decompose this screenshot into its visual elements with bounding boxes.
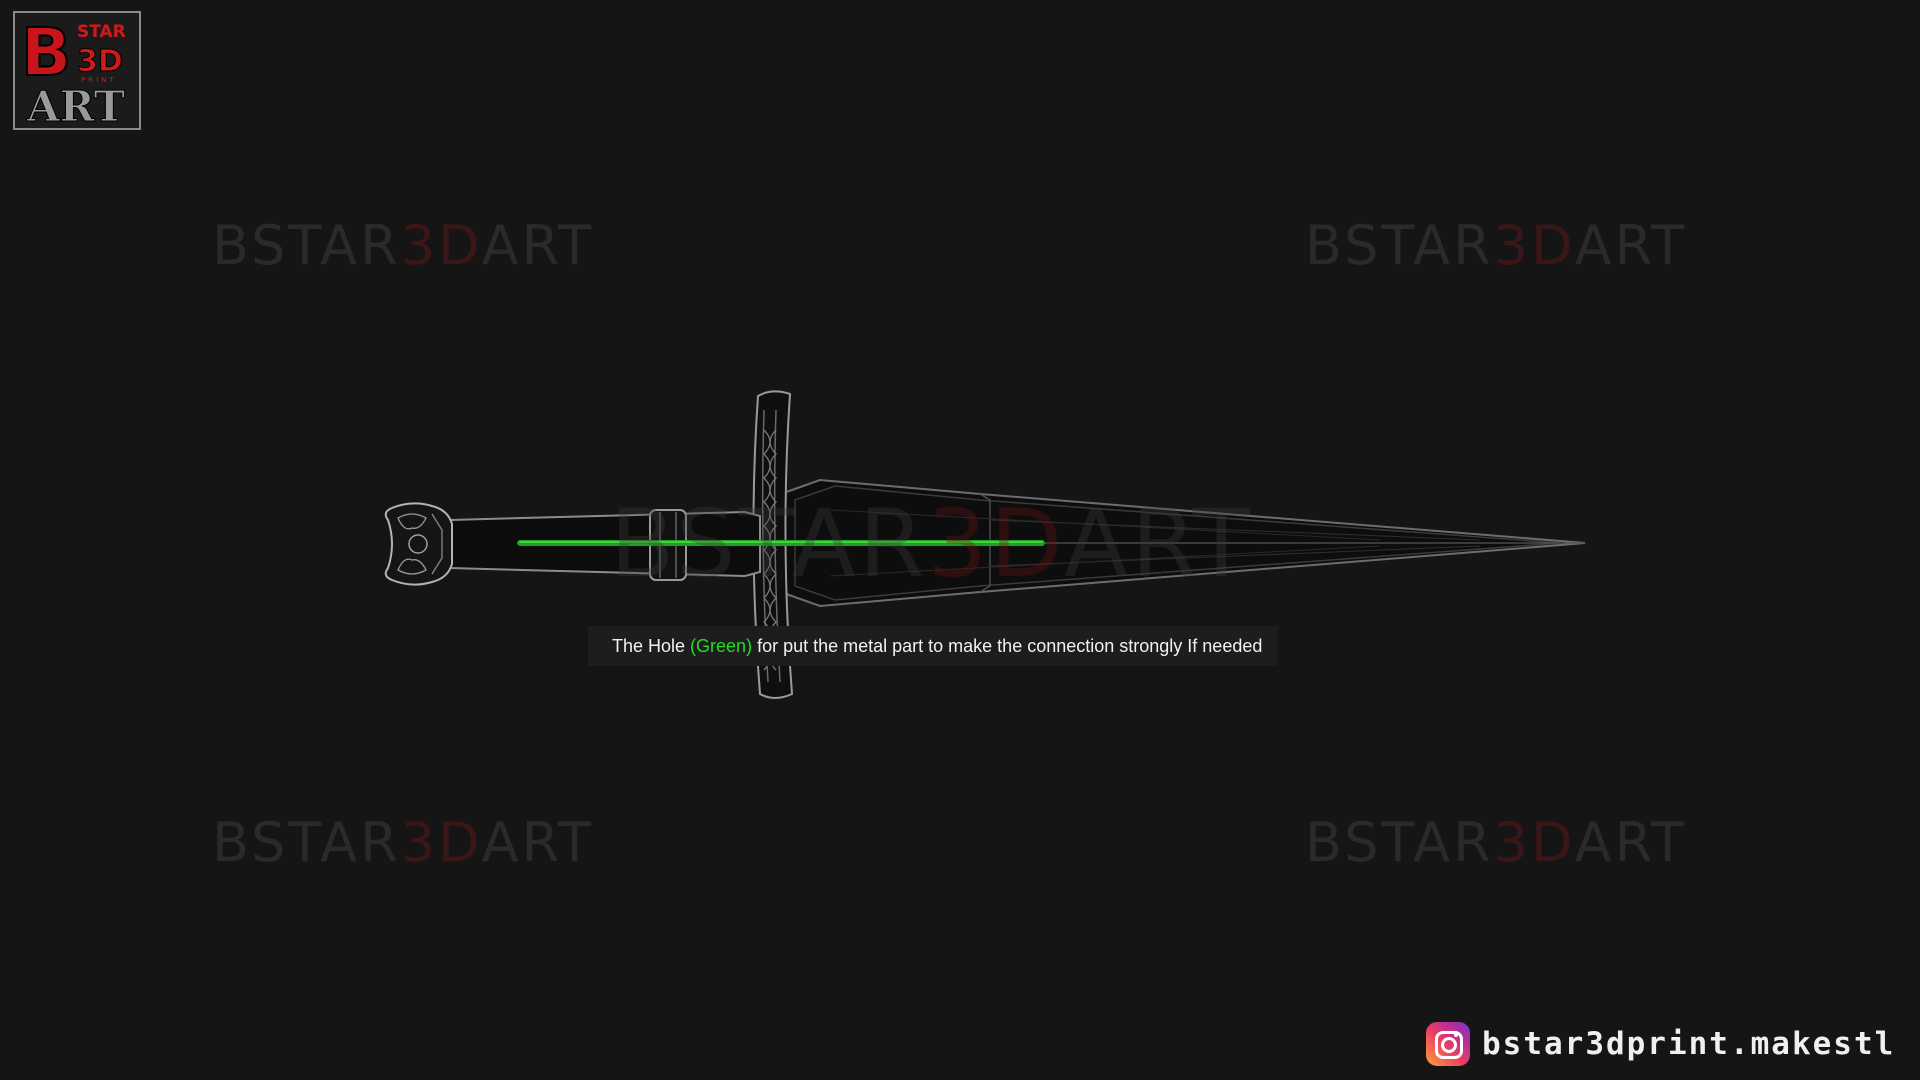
logo-word-art: ART [26, 82, 125, 128]
instagram-handle[interactable]: bstar3dprint.makestl [1482, 1026, 1896, 1062]
logo-word-3d: 3D [77, 44, 123, 79]
watermark-bottom-left: BSTAR3DART [212, 811, 595, 874]
logo-word-star: STAR [77, 22, 126, 42]
watermark-top-right: BSTAR3DART [1305, 214, 1688, 277]
logo-letter-b: B [21, 14, 71, 91]
brand-logo: B STAR 3D PRINT ART [13, 11, 141, 130]
logo-word-print: PRINT [81, 76, 117, 84]
instagram-link[interactable]: bstar3dprint.makestl [1426, 1021, 1895, 1067]
caption-highlight: (Green) [690, 636, 753, 656]
watermark-bottom-right: BSTAR3DART [1305, 811, 1688, 874]
dagger-pommel [384, 502, 453, 586]
instagram-icon[interactable] [1426, 1022, 1470, 1066]
caption-suffix: for put the metal part to make the conne… [752, 636, 1263, 656]
watermark-top-left: BSTAR3DART [212, 214, 595, 277]
watermark-center: BSTAR3DART [610, 490, 1253, 599]
caption-prefix: The Hole [612, 636, 691, 656]
hole-caption: The Hole (Green) for put the metal part … [588, 626, 1278, 666]
dagger-render [384, 390, 1586, 699]
